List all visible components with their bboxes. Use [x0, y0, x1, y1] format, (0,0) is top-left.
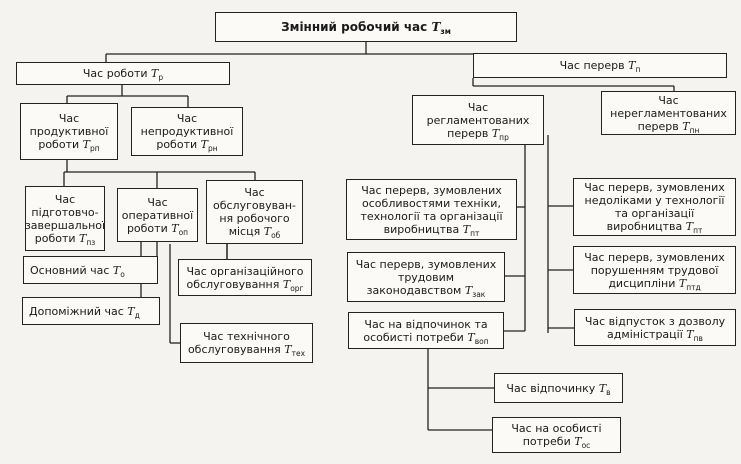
node-text-line: технології та організації: [360, 209, 503, 223]
node-text-line: дисципліни Tптд: [608, 276, 701, 292]
node-text-line: Час перерв, зумовлених: [584, 250, 725, 264]
node-text-line: Час організаційного: [186, 264, 304, 278]
node-text-line: місця Tоб: [228, 225, 281, 240]
node-text-line: Час перерв Tп: [559, 59, 641, 74]
node-text-line: ня робочого: [219, 212, 290, 225]
node-text-line: Час на відпочинок та: [364, 317, 488, 331]
node-text-line: Час: [176, 112, 198, 125]
node-text-line: Основний час Tо: [30, 263, 125, 279]
node-text-line: Час: [54, 192, 76, 206]
node-text-line: Час роботи Tр: [82, 67, 164, 82]
node-text-line: продуктивної: [29, 125, 109, 138]
node-text-line: Змінний робочий час Tзм: [281, 19, 451, 36]
node-text-line: Допоміжний час Tд: [29, 304, 140, 320]
node-working-time: Час роботи Tр: [16, 62, 230, 85]
node-text-line: підготовчо-: [31, 205, 99, 219]
node-text-line: Час: [244, 186, 265, 199]
node-text-line: Час на особисті: [511, 422, 602, 435]
node-text-line: роботи Tрп: [38, 138, 100, 153]
node-text-line: Час перерв, зумовлених: [584, 181, 725, 194]
node-text-line: потреби Tос: [522, 435, 591, 450]
node-text-line: недоліками у технології: [584, 194, 725, 207]
node-text-line: Час відпочинку Tв: [506, 381, 611, 397]
node-text-line: роботи Tпз: [34, 231, 96, 247]
node-text-line: нерегламентованих: [610, 106, 727, 120]
node-text-line: особливостями техніки,: [362, 196, 501, 210]
node-break-time: Час перерв Tп: [473, 53, 727, 78]
node-text-line: Час: [467, 100, 489, 114]
node-text-line: обслуговування Tорг: [186, 277, 304, 293]
node-text-line: виробництва Tпт: [383, 222, 480, 238]
node-text-line: непродуктивної: [140, 125, 234, 138]
node-text-line: перерв Tпн: [637, 119, 700, 135]
node-auxiliary-time: Допоміжний час Tд: [22, 297, 160, 325]
node-text-line: адміністрації Tпв: [607, 327, 703, 343]
node-text-line: Час технічного: [203, 330, 290, 343]
node-text-line: оперативної: [121, 208, 194, 222]
node-text-line: порушенням трудової: [590, 263, 719, 277]
node-text-line: роботи Tрн: [156, 138, 218, 153]
node-text-line: регламентованих: [426, 113, 530, 127]
node-text-line: Час: [147, 195, 168, 209]
node-text-line: Час перерв, зумовлених: [355, 257, 497, 271]
node-text-line: завершальної: [24, 218, 106, 232]
node-text-line: обслуговування Tтех: [187, 343, 306, 358]
node-text-line: роботи Tоп: [126, 221, 189, 237]
node-text-line: Час: [658, 93, 679, 107]
node-text-line: Час перерв, зумовлених: [361, 183, 502, 197]
node-main-time: Основний час Tо: [23, 256, 158, 284]
node-shift-working-time: Змінний робочий час Tзм: [215, 12, 517, 42]
node-text-line: Час: [58, 112, 80, 125]
node-text-line: особисті потреби Tвоп: [363, 330, 489, 346]
node-rest-time: Час відпочинку Tв: [494, 373, 623, 403]
node-text-line: та організації: [614, 207, 695, 220]
node-text-line: обслуговуван-: [213, 199, 296, 212]
node-text-line: законодавством Tзак: [366, 283, 486, 299]
node-text-line: трудовим: [397, 270, 455, 284]
node-text-line: Час відпусток з дозволу: [584, 314, 726, 328]
node-text-line: виробництва Tпт: [606, 220, 703, 235]
node-text-line: перерв Tпр: [447, 126, 509, 142]
